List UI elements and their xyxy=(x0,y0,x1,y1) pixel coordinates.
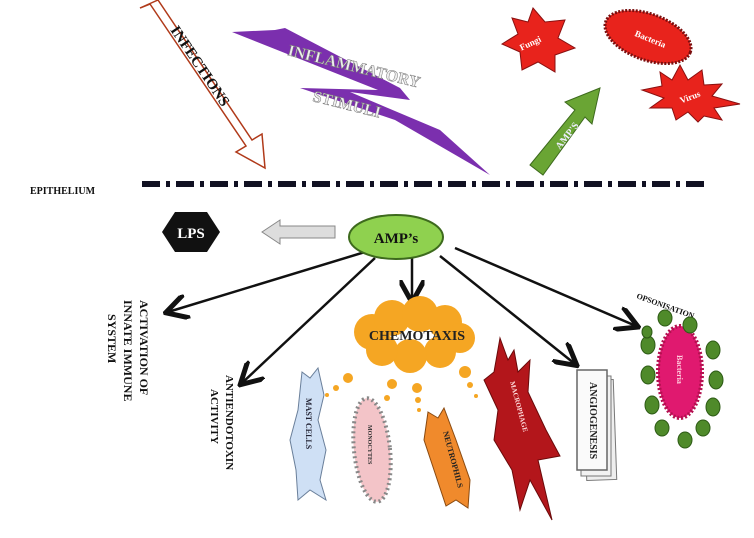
monocytes-label: MONOCYTES xyxy=(366,425,372,465)
antiendotoxin-line-1: ANTIENDOTOXIN xyxy=(223,375,235,470)
lps-label: LPS xyxy=(177,226,205,242)
lps-hexagon: LPS xyxy=(162,212,220,252)
angiogenesis-pages: ANGIOGENESIS xyxy=(576,369,618,482)
antiendotoxin-label: ANTIENDOTOXIN ACTIVITY xyxy=(208,375,235,470)
mast-cells-label: MAST CELLS xyxy=(304,398,313,450)
activation-line-3: SYSTEM xyxy=(105,314,119,363)
bacteria-opson-label: Bacteria xyxy=(675,355,684,384)
activation-line-1: ACTIVATION OF xyxy=(137,300,151,395)
mast-cells-shape: MAST CELLS xyxy=(289,366,327,502)
inflammatory-stimuli-bolt: INFLAMMATORY STIMULI xyxy=(232,28,490,175)
antiendotoxin-line-2: ACTIVITY xyxy=(208,389,220,444)
gray-arrow-to-lps xyxy=(261,219,336,245)
amps-arrow: AMP'S xyxy=(529,87,601,176)
amp-arrows xyxy=(168,246,636,383)
macrophage-shape: MACROPHAGE xyxy=(483,336,561,521)
chemotaxis-cloud xyxy=(325,296,478,412)
infections-label: INFECTIONS xyxy=(167,23,232,109)
arrow-to-opsonisation xyxy=(454,246,636,326)
activation-line-2: INNATE IMMUNE xyxy=(121,300,135,401)
neutrophils-shape: NEUTROPHILS xyxy=(423,406,471,509)
angiogenesis-label: ANGIOGENESIS xyxy=(587,382,598,460)
arrow-to-antiendotoxin xyxy=(242,257,376,383)
amps-center-label: AMP’s xyxy=(374,231,419,247)
inflammatory-label: INFLAMMATORY xyxy=(286,42,422,91)
fungi-star: Fungi xyxy=(500,7,577,73)
opsonised-bacteria: Bacteria xyxy=(640,309,724,449)
chemotaxis-label: CHEMOTAXIS xyxy=(369,329,465,344)
opsonin-particles xyxy=(640,309,724,449)
infections-arrow: INFECTIONS xyxy=(139,0,266,170)
bacteria-oval: Bacteria xyxy=(603,8,693,66)
arrow-to-activation xyxy=(168,250,366,312)
epithelium-label: EPITHELIUM xyxy=(30,186,96,197)
activation-label: ACTIVATION OF INNATE IMMUNE SYSTEM xyxy=(105,300,151,401)
monocytes-shape: MONOCYTES xyxy=(351,396,393,504)
arrow-to-angiogenesis xyxy=(439,255,575,364)
virus-star: Virus xyxy=(640,63,741,123)
amps-center-node: AMP’s xyxy=(348,214,444,260)
